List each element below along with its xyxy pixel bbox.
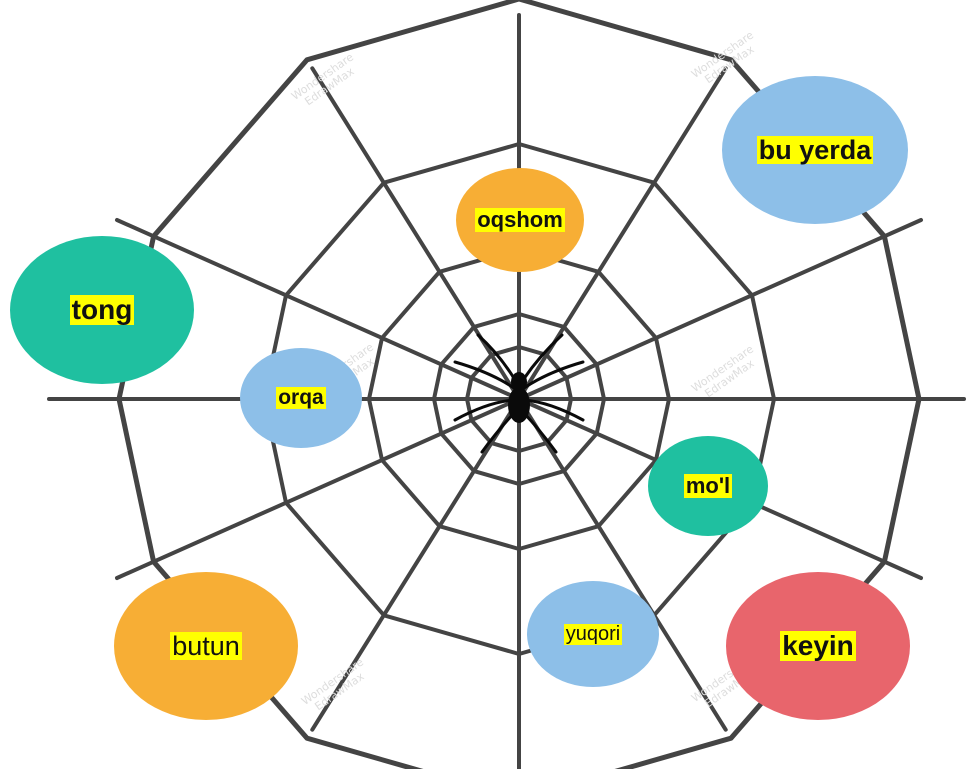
word-bubble-bu-yerda[interactable]: bu yerda xyxy=(722,76,908,224)
spider-abdomen xyxy=(508,387,530,423)
word-label: oqshom xyxy=(475,208,565,231)
word-label: mo'l xyxy=(684,474,732,497)
word-label: yuqori xyxy=(564,624,622,645)
word-label: bu yerda xyxy=(757,136,874,164)
web-spoke xyxy=(519,220,921,399)
word-label: butun xyxy=(170,632,242,660)
word-bubble-yuqori[interactable]: yuqori xyxy=(527,581,659,687)
word-label: tong xyxy=(70,295,135,324)
web-spoke xyxy=(312,399,519,730)
word-bubble-orqa[interactable]: orqa xyxy=(240,348,362,448)
spider-leg xyxy=(523,335,562,380)
word-bubble-oqshom[interactable]: oqshom xyxy=(456,168,584,272)
word-bubble-keyin[interactable]: keyin xyxy=(726,572,910,720)
word-bubble-butun[interactable]: butun xyxy=(114,572,298,720)
word-bubble-tong[interactable]: tong xyxy=(10,236,194,384)
word-label: keyin xyxy=(780,631,856,660)
word-bubble-mol[interactable]: mo'l xyxy=(648,436,768,536)
word-label: orqa xyxy=(276,387,326,409)
spider-head xyxy=(511,372,527,392)
